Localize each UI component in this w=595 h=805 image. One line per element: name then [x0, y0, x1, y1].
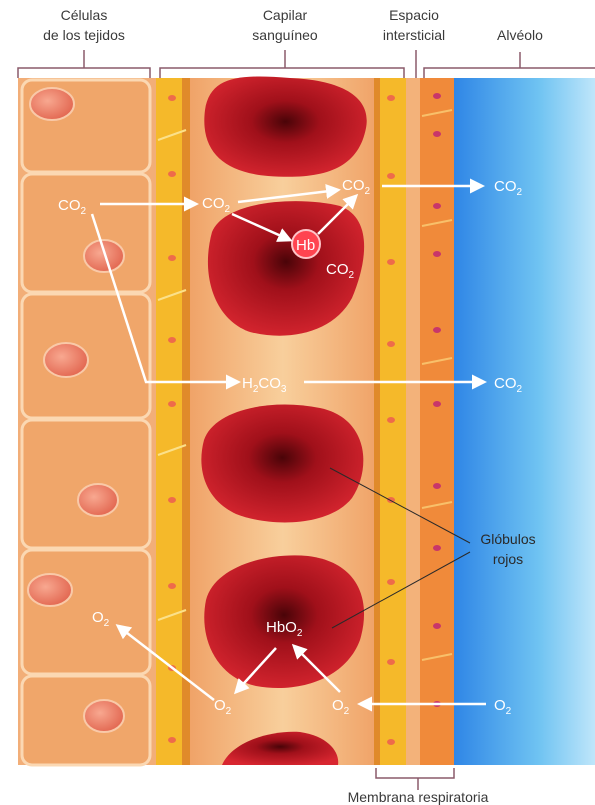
capillary-wall-left [156, 78, 190, 765]
hb-label: Hb [296, 237, 315, 254]
red-cells-label-line1: Glóbulos [480, 531, 535, 547]
alveolar-wall [420, 78, 454, 765]
cell-nucleus [84, 700, 124, 732]
tissue-cell [22, 676, 150, 765]
header-capillary-line1: Capilar [263, 7, 308, 23]
tissue-cell [22, 420, 150, 548]
header-membrane: Membrana respiratoria [348, 789, 489, 805]
red-blood-cell [204, 77, 366, 177]
alveolus-region [454, 78, 595, 765]
header-alveolus: Alvéolo [497, 27, 543, 43]
capillary-wall-right [374, 78, 406, 765]
tissue-cell [22, 294, 150, 418]
tissue-cell [22, 174, 150, 292]
tissue-cell [22, 80, 150, 172]
cell-nucleus [44, 343, 88, 377]
interstitial-space [406, 78, 420, 765]
tissue-region [18, 78, 158, 765]
header-cells-line2: de los tejidos [43, 27, 125, 43]
red-blood-cell [201, 405, 363, 523]
header-space-line1: Espacio [389, 7, 439, 23]
red-cells-label-line2: rojos [493, 551, 523, 567]
cell-nucleus [28, 574, 72, 606]
header-capillary-line2: sanguíneo [252, 27, 318, 43]
header-cells-line1: Células [61, 7, 108, 23]
cell-nucleus [78, 484, 118, 516]
cell-nucleus [30, 88, 74, 120]
cell-nucleus [84, 240, 124, 272]
tissue-cell [22, 550, 150, 674]
header-space-line2: intersticial [383, 27, 445, 43]
